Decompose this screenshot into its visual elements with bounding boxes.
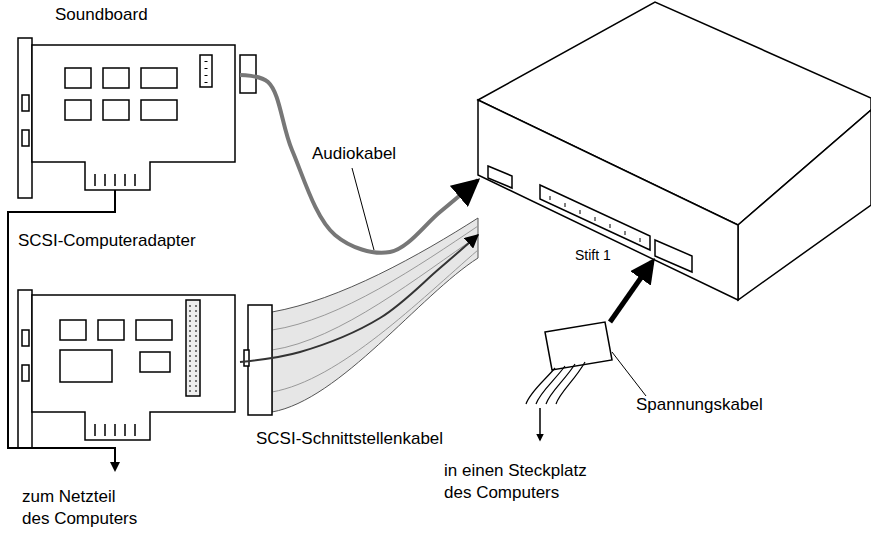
leader-line [352,168,374,250]
scsi-socket [540,185,650,250]
chip [140,352,170,372]
circuit-board [32,45,235,190]
socket-pins [550,196,640,242]
cd-drive [478,2,871,300]
cable-connector [240,75,478,253]
circuit-board [32,295,235,440]
card-bracket [18,290,32,448]
plug-arrow [610,262,652,322]
drive-rear [478,100,738,300]
leader-line [612,352,646,396]
power-wires [526,362,585,404]
pin-label: Stift 1 [575,244,611,266]
audio-plug [240,55,256,93]
bracket-jack [22,365,29,381]
part-name: Soundboard [55,4,148,26]
header-pins [190,305,196,392]
down-arrow [539,408,541,440]
bracket-jack [22,130,29,146]
power-socket [655,240,692,272]
pin-header [186,300,200,396]
drive-rear-box: Stift 1 [478,100,740,300]
audio-socket [488,166,512,188]
chip [136,320,172,340]
part-name: SCSI-Computeradapter [18,230,196,252]
header-pins [205,61,208,83]
note-label: Spannungskabel [636,394,763,416]
cable-label: SCSI-Schnittstellenkabel [256,428,443,450]
edge-fingers [95,174,135,186]
chip [60,320,86,340]
expansion-card: Soundboard [18,40,240,195]
ribbon-connector [248,305,272,415]
sound-card [18,38,256,198]
chip [65,100,91,120]
bracket-jack [22,95,29,111]
power-plug [545,322,612,370]
chip [141,68,177,88]
chip [141,100,177,120]
cable-label: Audiokabel [312,143,396,165]
chip [103,100,129,120]
ribbon-wires [272,226,478,392]
pin-header [200,55,212,87]
chip [60,350,112,382]
connector-key [244,350,249,366]
chip [103,68,129,88]
ribbon-cable [272,218,478,412]
chip [65,68,91,88]
scsi-card [18,290,235,448]
note-label: in einen Steckplatz des Computers [444,460,614,504]
bracket-jack [22,330,29,346]
drive-side [738,110,871,300]
expansion-card: SCSI-Computeradapter [18,290,240,445]
power-cable [526,262,652,440]
edge-fingers [95,424,135,436]
chip [98,320,124,340]
cable-connector [240,235,478,362]
card-bracket [18,38,32,198]
note-label: zum Netzteil des Computers [22,486,147,530]
